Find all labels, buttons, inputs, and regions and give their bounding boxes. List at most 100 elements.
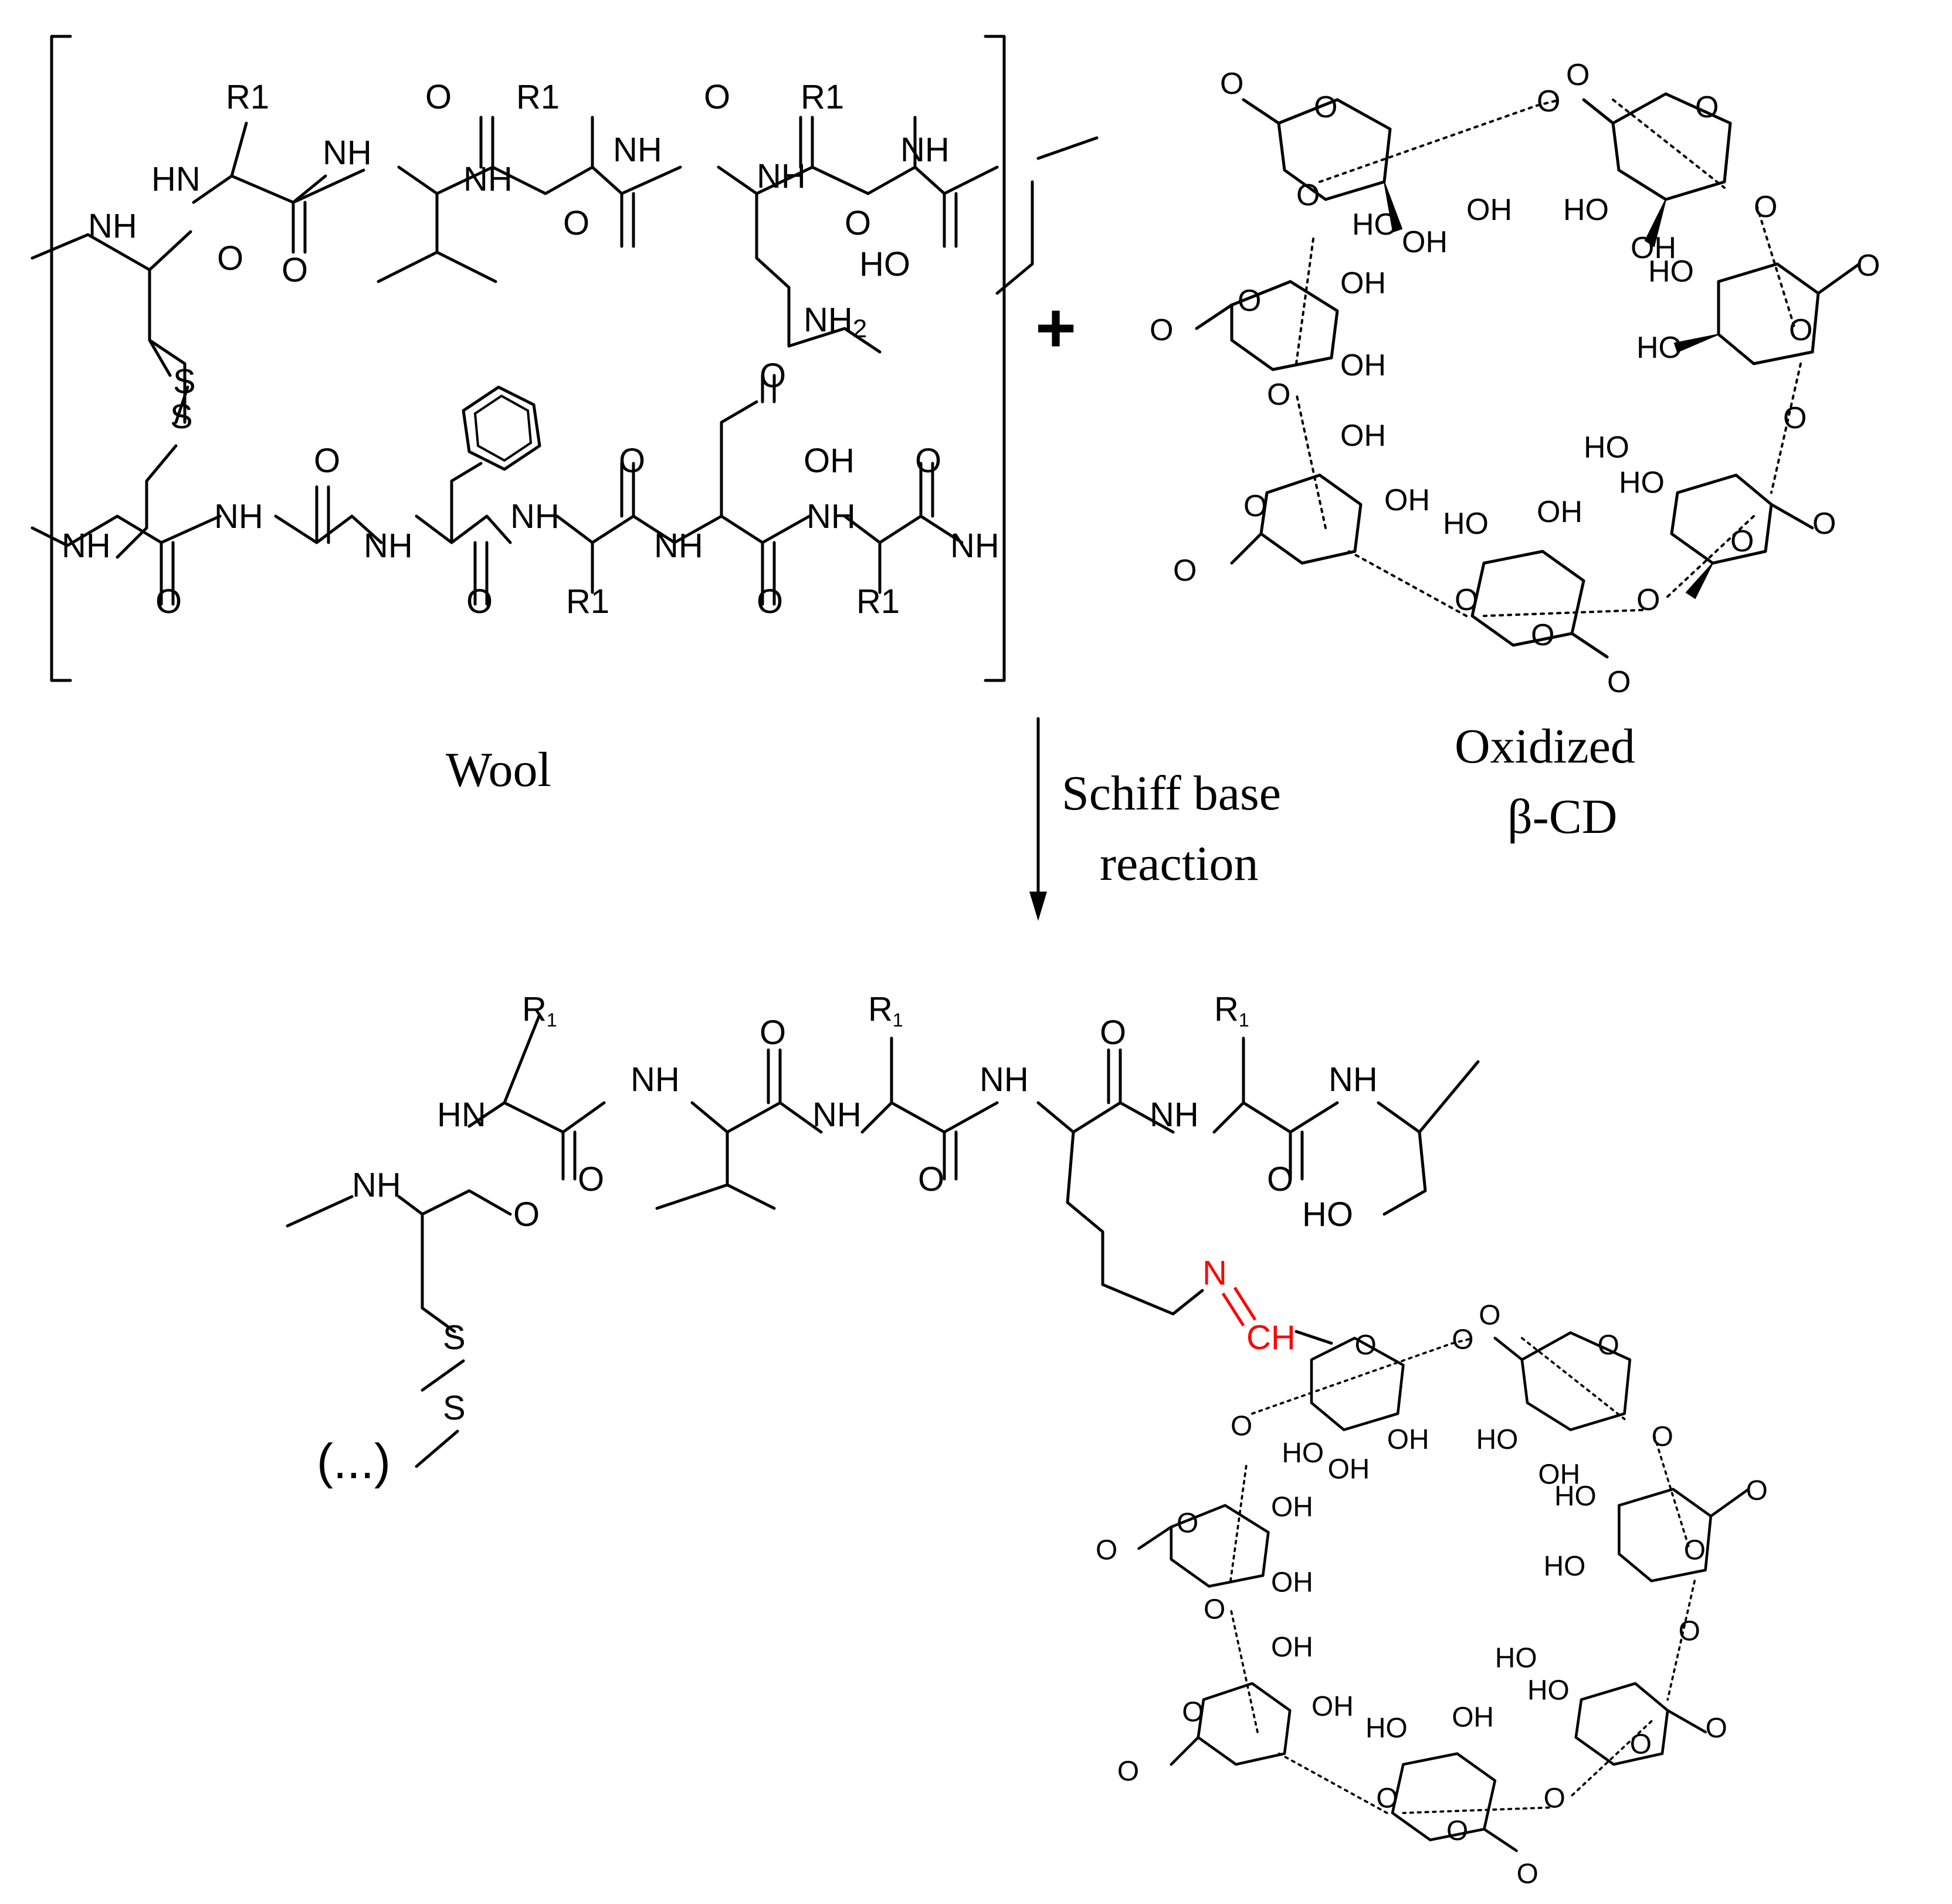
product-cd-ho-label: HO: [1495, 1642, 1537, 1673]
cd-o-label: O: [1267, 378, 1290, 412]
wool-o-label: O: [282, 251, 308, 289]
cd-aldehyde-bonds: [1195, 98, 1861, 659]
product-nh-label: NH: [980, 1061, 1029, 1099]
cd-oh-label: OH: [1340, 266, 1386, 300]
wool-hn-label: HN: [151, 160, 201, 198]
wool-lower-backbone-2: [274, 485, 383, 544]
wool-phenyl-ring: [462, 385, 541, 471]
cd-ho-label: HO: [1443, 507, 1489, 541]
product-cd-oh-label: OH: [1452, 1702, 1494, 1733]
arrow-head: [1029, 892, 1047, 921]
product-backbone-4: [778, 1036, 999, 1181]
product-cd-o-label: O: [1679, 1615, 1700, 1646]
cd-oh-label: OH: [1340, 419, 1386, 453]
wool-r1-label: R1: [856, 582, 900, 621]
product-ellipsis: (...): [317, 1434, 391, 1489]
wool-nh-label: NH: [950, 527, 999, 565]
wool-lysine-chain: [717, 116, 882, 354]
product-backbone-1: [286, 1189, 512, 1392]
wool-lower-backbone-5: [673, 374, 811, 606]
wool-sulfur-label: S: [173, 362, 196, 401]
wool-r1-label: R1: [566, 582, 609, 621]
wool-o-label: O: [155, 582, 182, 621]
wool-upper-backbone-3: [377, 116, 547, 283]
wool-nh-label: NH: [323, 134, 372, 172]
wool-o-label: O: [217, 239, 243, 277]
wool-nh-label: NH: [88, 207, 137, 245]
product-cd-sugar-ring: [1170, 1504, 1270, 1588]
cd-sugar-ring: [1259, 473, 1363, 565]
cd-wedge-bonds: [1384, 181, 1719, 599]
product-cd-aldehyde-bonds: [1137, 1336, 1750, 1852]
wool-o-label: O: [563, 204, 589, 242]
wool-o-label: O: [704, 78, 730, 116]
cd-o-label: O: [1566, 58, 1590, 92]
cd-o-label: O: [1636, 583, 1660, 617]
product-cd-o-label: O: [1652, 1421, 1673, 1452]
cd-ho-label: HO: [1352, 208, 1398, 242]
product-r1-label: R1: [1214, 990, 1249, 1031]
cd-o-label: O: [1314, 90, 1337, 124]
wool-lower-backbone-3: [415, 462, 512, 606]
wool-lower-backbone-4: [555, 462, 676, 594]
product-sulfur-label: S: [443, 1389, 466, 1427]
product-cd-o-label: O: [1479, 1300, 1500, 1331]
product-cd-sugar-ring: [1574, 1682, 1669, 1766]
product-cd-o-label: O: [1117, 1756, 1139, 1787]
product-nh-label: NH: [352, 1166, 401, 1204]
wool-o-label: O: [466, 582, 493, 621]
product-nh-label: NH: [1329, 1061, 1378, 1099]
product-backbone-2: [467, 1013, 606, 1181]
wool-nh-label: NH: [62, 527, 111, 565]
imine-n-label: N: [1202, 1254, 1227, 1292]
product-o-label: O: [578, 1160, 604, 1198]
product-cd-o-label: O: [1630, 1729, 1652, 1760]
product-cd-sugar-ring: [1520, 1331, 1632, 1431]
product-cd-o-label: O: [1706, 1713, 1727, 1744]
product-cd-o-label: O: [1231, 1411, 1252, 1442]
cd-o-label: O: [1150, 313, 1173, 347]
product-cd-oh-label: OH: [1271, 1492, 1313, 1523]
product-serine-chain: [1377, 1060, 1480, 1216]
cd-sugar-ring: [1230, 280, 1339, 371]
cd-o-label: O: [1296, 178, 1320, 212]
product-cd-o-label: O: [1446, 1815, 1468, 1847]
wool-r1-label: R1: [226, 78, 269, 116]
cd-ho-label: HO: [1584, 431, 1629, 465]
cd-o-label: O: [1730, 524, 1754, 558]
product-cd-oh-label: OH: [1312, 1691, 1354, 1722]
product-nh-label: NH: [812, 1096, 862, 1134]
product-cd-o-label: O: [1376, 1783, 1398, 1814]
product-cd-o-label: O: [1598, 1330, 1619, 1361]
wool-left-bracket: [50, 35, 72, 682]
wool-r1-label: R1: [516, 78, 560, 116]
imine-double-bond: [1221, 1286, 1257, 1327]
product-cd-ho-label: HO: [1282, 1438, 1324, 1469]
imine-link-bond: [1294, 1330, 1333, 1345]
imine-ch-label: CH: [1246, 1319, 1296, 1357]
cd-oh-label: OH: [1384, 483, 1430, 517]
product-hn-label: HN: [437, 1096, 486, 1134]
product-cd-o-label: O: [1746, 1475, 1768, 1506]
cd-o-label: O: [1537, 84, 1560, 118]
cd-oh-label: OH: [1340, 348, 1386, 382]
product-cd-oh-label: OH: [1538, 1459, 1580, 1490]
product-r1-label: R1: [868, 990, 903, 1031]
cd-o-label: O: [1455, 583, 1478, 617]
product-ho-label: HO: [1302, 1195, 1353, 1234]
product-o-label: O: [918, 1160, 944, 1198]
cd-o-label: O: [1173, 554, 1197, 588]
cd-ho-label: HO: [1563, 193, 1609, 227]
product-cd-glycosidic-links: [1229, 1337, 1696, 1814]
product-o-label: O: [1267, 1160, 1293, 1198]
plus-sign: +: [1035, 289, 1076, 367]
wool-sulfur-label: S: [170, 398, 193, 436]
product-cd-o-label: O: [1096, 1534, 1117, 1566]
cd-ho-label: HO: [1636, 331, 1682, 365]
wool-lower-backbone-1: [30, 514, 222, 606]
cd-sugar-ring: [1670, 473, 1773, 565]
wool-ho-label: HO: [859, 245, 910, 283]
wool-nh2-label: NH2: [804, 301, 867, 343]
wool-nh-label: NH: [654, 527, 703, 565]
